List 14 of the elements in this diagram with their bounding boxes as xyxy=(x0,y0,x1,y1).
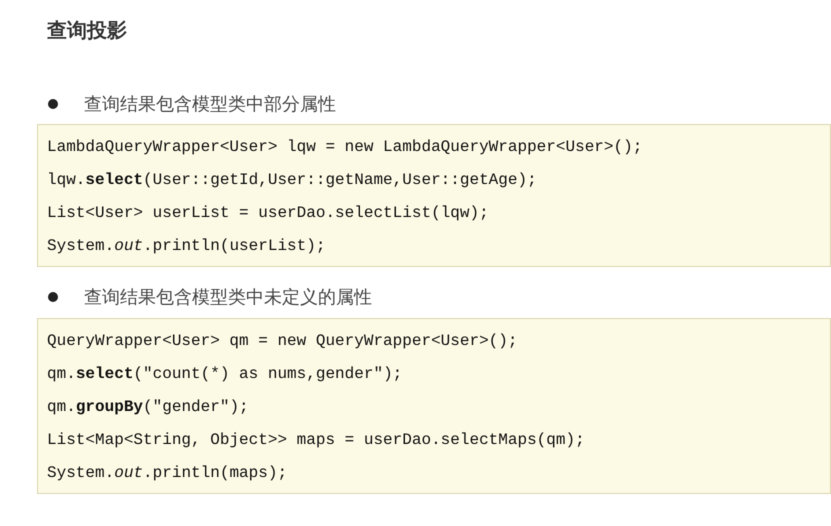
code-line: System.out.println(maps); xyxy=(47,463,288,484)
code-line: QueryWrapper<User> qm = new QueryWrapper<User>(); xyxy=(47,331,518,352)
code-line: System.out.println(userList); xyxy=(47,236,326,257)
code-line: qm.select("count(*) as nums,gender"); xyxy=(47,364,404,385)
bullet-heading: 查询结果包含模型类中部分属性 xyxy=(84,93,336,116)
code-line: List<User> userList = userDao.selectList(lqw); xyxy=(47,203,490,224)
code-line: LambdaQueryWrapper<User> lqw = new LambdaQueryWrapper<User>(); xyxy=(47,137,644,158)
bullet-heading: 查询结果包含模型类中未定义的属性 xyxy=(84,286,372,309)
code-line: qm.groupBy("gender"); xyxy=(47,397,250,418)
code-block xyxy=(37,124,831,267)
code-line: lqw.select(User::getId,User::getName,User::getAge); xyxy=(47,170,538,191)
code-block xyxy=(37,318,831,494)
slide-title: 查询投影 xyxy=(47,17,127,44)
code-line: List<Map<String, Object>> maps = userDao.selectMaps(qm); xyxy=(47,430,586,451)
